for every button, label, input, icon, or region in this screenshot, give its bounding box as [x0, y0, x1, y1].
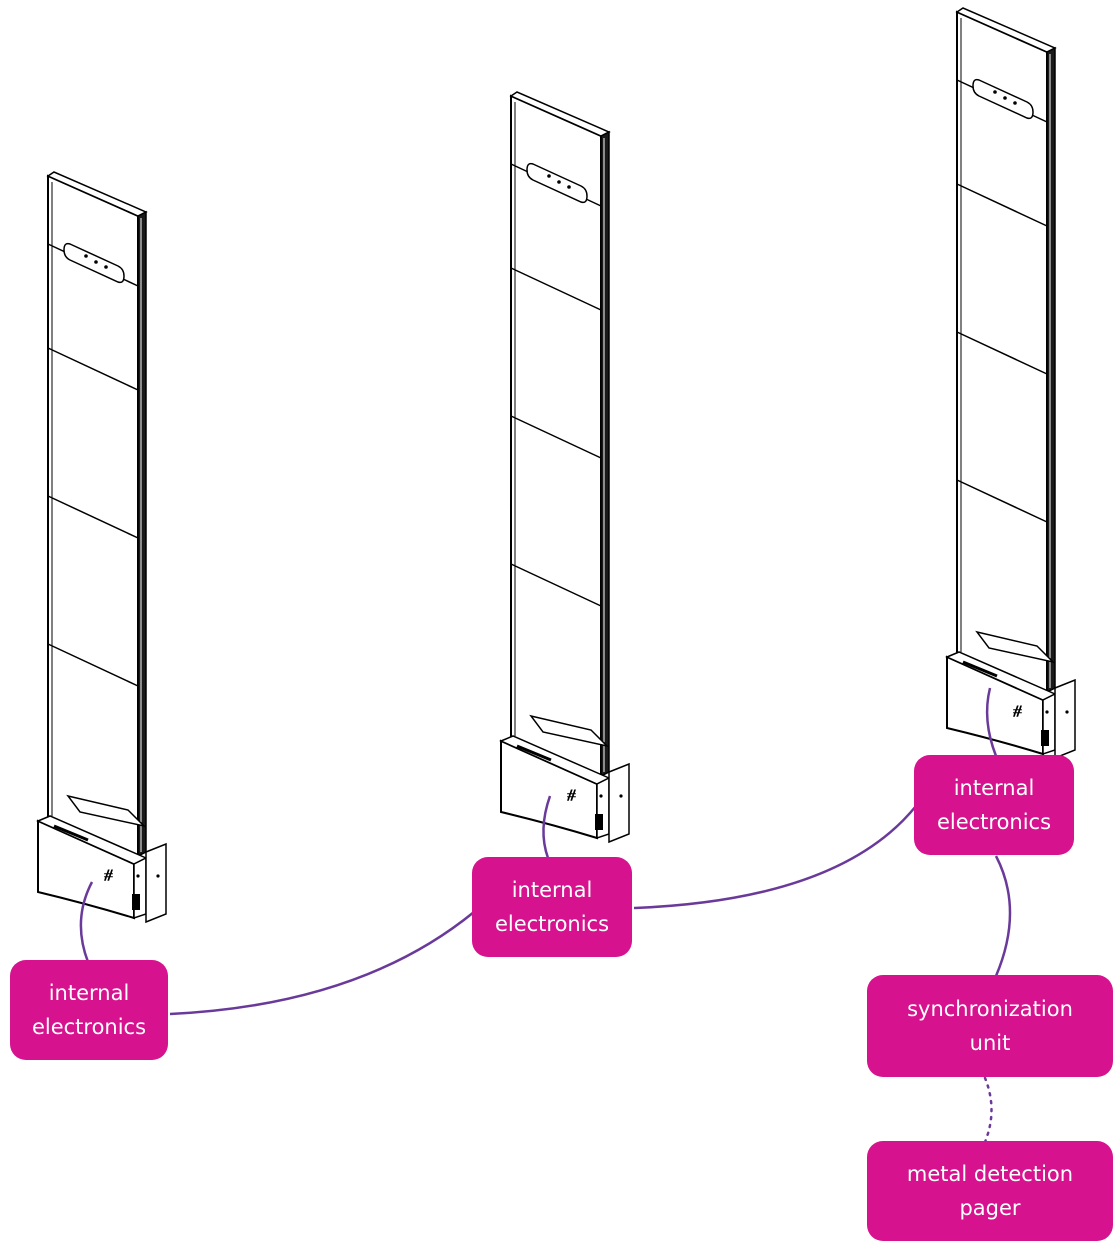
pedestal-left [36, 170, 168, 924]
internal-electronics-right-label: internal electronics [914, 755, 1074, 855]
internal-electronics-left-label: internal electronics [10, 960, 168, 1060]
connector-pedestal-right-electronics [985, 687, 998, 757]
connector-pedestal-left-electronics [79, 881, 94, 963]
metal-detection-pager-label: metal detection pager [867, 1141, 1113, 1241]
synchronization-unit-label: synchronization unit [867, 975, 1113, 1077]
pedestal-right [945, 6, 1077, 760]
connector-right-to-sync [994, 855, 1012, 977]
synchronization-unit-text: synchronization unit [907, 997, 1073, 1055]
pedestal-middle [499, 90, 631, 844]
connector-middle-to-right [633, 805, 917, 910]
internal-electronics-middle-text: internal electronics [494, 878, 610, 936]
metal-detection-pager-text: metal detection pager [906, 1162, 1074, 1220]
internal-electronics-middle-label: internal electronics [472, 857, 632, 957]
connector-pedestal-middle-electronics [542, 795, 552, 859]
internal-electronics-left-text: internal electronics [31, 981, 147, 1039]
connector-sync-to-pager [983, 1076, 993, 1144]
internal-electronics-right-text: internal electronics [936, 776, 1052, 834]
connector-left-to-middle [169, 911, 475, 1016]
